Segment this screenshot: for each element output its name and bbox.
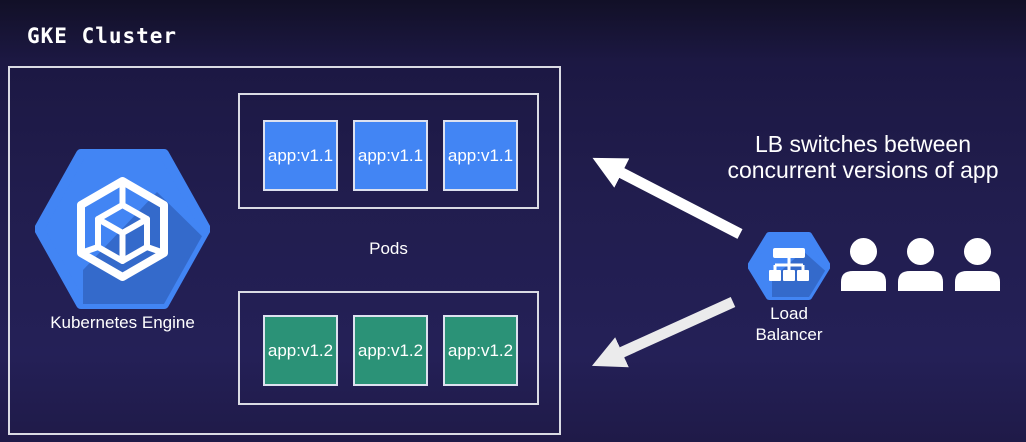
pod-app-v1-2: app:v1.2: [263, 315, 338, 386]
load-balancer-label-line2: Balancer: [755, 325, 823, 344]
pods-label: Pods: [369, 239, 408, 258]
kubernetes-engine-label: Kubernetes Engine: [50, 313, 195, 332]
users-group: [840, 238, 1001, 291]
pod-app-v1-1: app:v1.1: [263, 120, 338, 191]
person-icon: [954, 238, 1001, 291]
kubernetes-engine-icon: [34, 148, 211, 310]
pod-app-v1-2: app:v1.2: [353, 315, 428, 386]
annotation-line1: LB switches between: [754, 131, 972, 157]
pods-v1-group-box: app:v1.1 app:v1.1 app:v1.1: [238, 93, 539, 209]
load-balancer-icon: [747, 231, 831, 301]
arrow-to-v2-pods: [591, 296, 736, 368]
person-icon: [840, 238, 887, 291]
pod-app-v1-2: app:v1.2: [443, 315, 518, 386]
gke-cluster-box: Kubernetes Engine app:v1.1 app:v1.1 app:…: [8, 66, 561, 435]
person-icon: [897, 238, 944, 291]
pod-app-v1-1: app:v1.1: [353, 120, 428, 191]
pod-app-v1-1: app:v1.1: [443, 120, 518, 191]
load-balancer-label: Load Balancer: [739, 303, 839, 345]
diagram-title: GKE Cluster: [27, 24, 178, 48]
annotation-text: LB switches between concurrent versions …: [700, 131, 1026, 183]
annotation-line2: concurrent versions of app: [727, 157, 999, 183]
load-balancer-label-line1: Load: [770, 304, 808, 323]
pods-v2-group-box: app:v1.2 app:v1.2 app:v1.2: [238, 291, 539, 405]
